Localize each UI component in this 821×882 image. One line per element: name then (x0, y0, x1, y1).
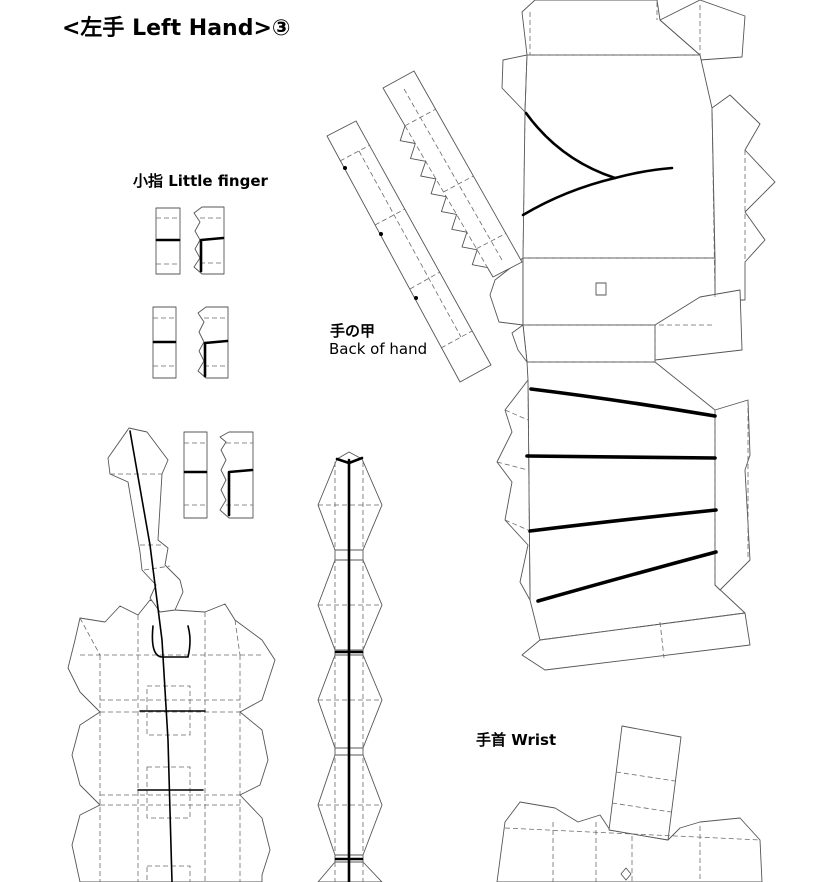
wrist-tab (608, 725, 682, 841)
little-finger-part-6 (219, 431, 254, 519)
little-finger-label: 小指 Little finger (133, 172, 268, 190)
finger-column-piece (317, 451, 383, 882)
knuckle-line-1 (529, 387, 717, 418)
alignment-mark (343, 166, 347, 170)
upper-region (522, 54, 716, 259)
knuckle-line-4 (536, 550, 718, 603)
finger-center-line (129, 430, 173, 882)
palm-outline (67, 599, 276, 882)
wrist-fold-lines (504, 771, 761, 882)
little-finger-part-2 (193, 206, 225, 275)
alignment-square (595, 282, 607, 296)
page-title: <左手 Left Hand>③ (62, 16, 291, 41)
alignment-mark (379, 232, 383, 236)
palm-fold-lines (79, 473, 262, 882)
little-finger-part-4 (197, 306, 229, 379)
glue-area-3 (146, 865, 191, 882)
back-of-hand-label-jp: 手の甲 (330, 322, 376, 340)
top-left-tab (501, 54, 528, 113)
back-of-hand-fold-lines (496, 2, 749, 659)
little-finger-part-3 (152, 306, 177, 379)
back-of-hand-strip-toothed (382, 70, 523, 278)
palm-left-tabs (496, 379, 531, 601)
knuckle-line-2 (525, 454, 717, 460)
wrist-piece (496, 725, 763, 882)
upper-vein-line-2 (521, 166, 674, 217)
back-of-hand-piece (489, 0, 776, 671)
little-finger-part-5 (183, 431, 208, 519)
upper-vein-line-1 (524, 111, 617, 180)
little-finger-part-1 (155, 207, 181, 275)
alignment-mark (414, 296, 418, 300)
back-of-hand-label-en: Back of hand (329, 340, 428, 358)
wrist-mark (620, 867, 632, 881)
knuckle-line-3 (528, 508, 718, 533)
glue-area-2 (146, 766, 191, 819)
lower-band (522, 324, 656, 363)
back-of-hand-strip-outer (326, 120, 492, 383)
palm-right-tabs (714, 399, 751, 591)
upper-right-tabs (711, 94, 776, 301)
nail-outline (151, 625, 191, 658)
wrist-label: 手首 Wrist (476, 731, 557, 749)
palm-piece (67, 427, 276, 882)
lower-band-left-tab (511, 324, 528, 363)
